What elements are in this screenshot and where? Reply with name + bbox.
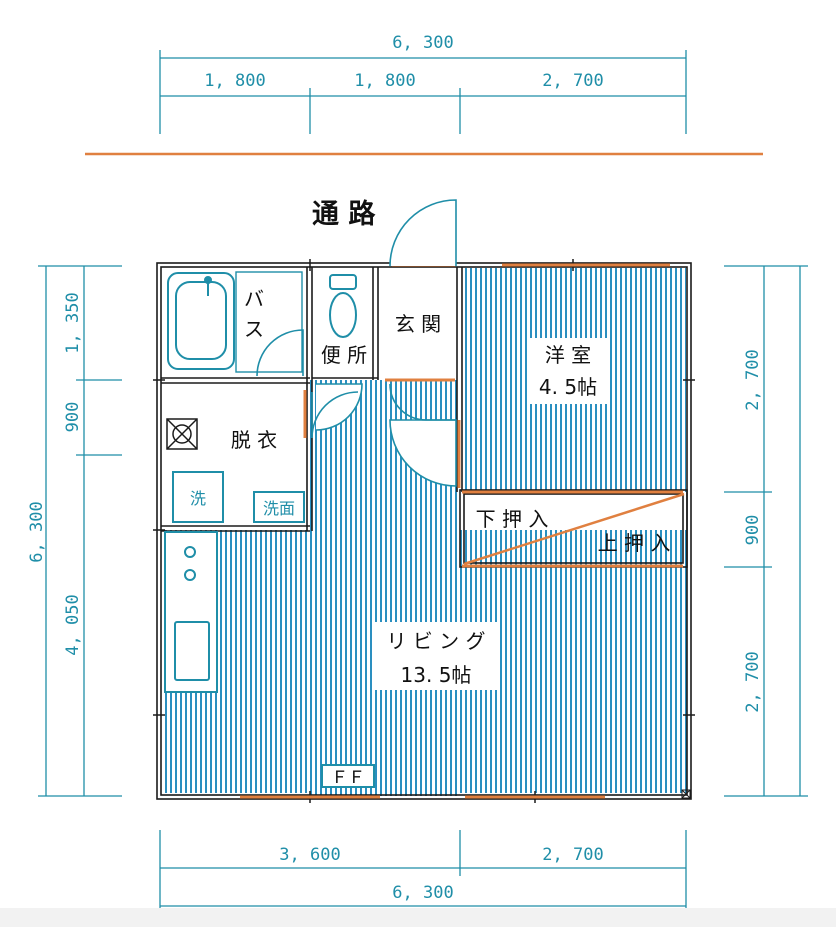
top-dimension-1: 1, 800 [204, 71, 265, 91]
bath-wall-line [235, 271, 303, 373]
bottom-total-dimension: 6, 300 [392, 883, 453, 903]
kitchen-counter-icon [164, 531, 218, 693]
windows [240, 263, 683, 799]
ff-heater-box [321, 764, 375, 788]
upper-closet-label: 上 押 入 [598, 531, 671, 555]
corner-post-icon [681, 789, 691, 799]
bedroom-size-label: 4. 5帖 [539, 375, 597, 399]
washer-label: 洗 [190, 489, 206, 508]
door-swings [256, 199, 457, 487]
living-size-label: 13. 5帖 [401, 663, 472, 687]
toilet-label: 便 所 [321, 343, 367, 367]
top-dimension-3: 2, 700 [542, 71, 603, 91]
washer-box [172, 471, 224, 523]
bottom-scroll-band [0, 908, 836, 927]
living-name-label: リ ビ ン グ [386, 629, 485, 653]
washbasin-label: 洗面 [263, 499, 295, 518]
drain-icon [166, 418, 198, 450]
bottom-dimension-group [159, 830, 687, 910]
top-total-dimension: 6, 300 [392, 33, 453, 53]
bedroom-name-label: 洋 室 [545, 343, 591, 367]
post-marks [153, 259, 695, 803]
left-dimension-group [38, 265, 122, 797]
left-dimension-1: 1, 350 [63, 292, 83, 353]
bottom-dimension-2: 2, 700 [542, 845, 603, 865]
living-label-bg [372, 622, 500, 690]
right-dimension-1: 2, 700 [743, 349, 763, 410]
bath-label-1: バ [244, 287, 264, 311]
ff-heater-label: ＦＦ [331, 768, 365, 788]
closet-divider [463, 492, 685, 566]
left-dimension-3: 4, 050 [63, 594, 83, 655]
washbasin-box [253, 491, 305, 523]
left-dimension-2: 900 [63, 402, 83, 433]
bath-label-2: ス [244, 317, 264, 341]
street-label: 通 路 [312, 198, 376, 230]
dressing-label: 脱 衣 [231, 428, 277, 452]
right-dimension-group [724, 265, 808, 797]
toilet-icon [329, 274, 357, 338]
bath-label-bg [240, 284, 268, 342]
bathtub-icon [167, 272, 235, 370]
left-total-dimension: 6, 300 [27, 501, 47, 562]
right-dimension-2: 900 [743, 515, 763, 546]
right-dimension-3: 2, 700 [743, 651, 763, 712]
bedroom-label-bg [528, 338, 608, 404]
top-dimension-group [159, 50, 687, 134]
bottom-dimension-1: 3, 600 [279, 845, 340, 865]
entrance-label: 玄 関 [395, 312, 441, 336]
lower-closet-label: 下 押 入 [476, 507, 549, 531]
top-dimension-2: 1, 800 [354, 71, 415, 91]
